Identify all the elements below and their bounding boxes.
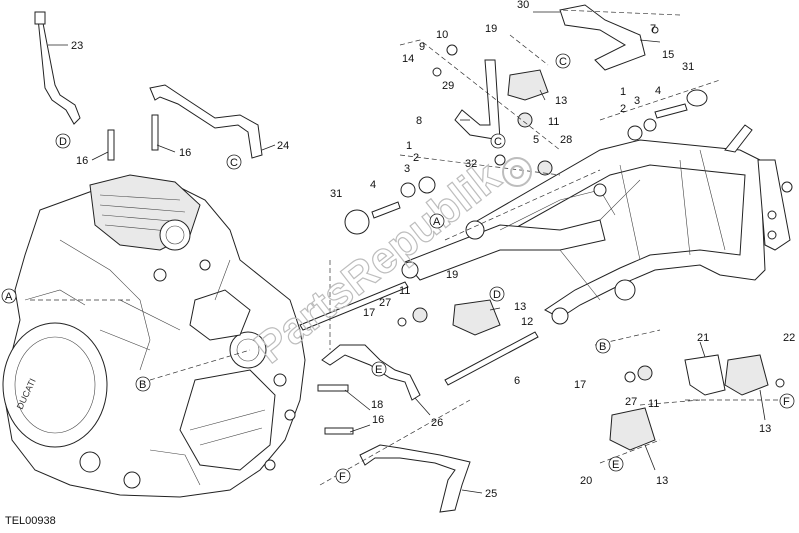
part-label: 22 xyxy=(783,332,795,344)
part-label: 29 xyxy=(442,80,454,92)
part-label: 16 xyxy=(179,147,191,159)
part-label: 23 xyxy=(71,40,83,52)
part-label: 4 xyxy=(370,179,376,191)
svg-text:C: C xyxy=(494,136,502,148)
part-label: 26 xyxy=(431,417,443,429)
part-label: 16 xyxy=(76,155,88,167)
part-label: 31 xyxy=(330,188,342,200)
part-label: 30 xyxy=(517,0,529,11)
part-label: 5 xyxy=(533,134,539,146)
part-label: 32 xyxy=(465,158,477,170)
part-label: 1 xyxy=(406,140,412,152)
part-label: 27 xyxy=(379,297,391,309)
diagram-code: TEL00938 xyxy=(5,515,56,527)
leader-lines xyxy=(48,11,766,494)
part-label: 11 xyxy=(648,398,659,410)
engine-block: DUCATI xyxy=(2,174,306,498)
trellis-frame xyxy=(401,124,791,325)
part-label: 24 xyxy=(277,140,289,152)
ref-marker-D: D xyxy=(489,286,505,302)
parts xyxy=(34,4,793,513)
part-label: 16 xyxy=(372,414,384,426)
part-label: 17 xyxy=(363,307,375,319)
part-label: 21 xyxy=(697,332,709,344)
part-label: 18 xyxy=(371,399,383,411)
svg-text:F: F xyxy=(783,396,790,408)
ref-marker-D: D xyxy=(55,133,71,149)
svg-text:C: C xyxy=(230,157,238,169)
watermark-text: PartsRepublik xyxy=(246,152,510,373)
part-label: 9 xyxy=(419,41,425,53)
svg-text:A: A xyxy=(433,216,441,228)
part-label: 11 xyxy=(548,116,559,128)
part-label: 13 xyxy=(656,475,668,487)
ref-marker-B: B xyxy=(595,338,611,354)
part-label: 13 xyxy=(555,95,567,107)
part-label: 13 xyxy=(759,423,771,435)
part-label: 4 xyxy=(655,85,661,97)
part-label: 6 xyxy=(514,375,520,387)
part-label: 28 xyxy=(560,134,572,146)
ref-marker-E: E xyxy=(371,361,387,377)
ref-marker-A: A xyxy=(429,213,445,229)
part-label: 20 xyxy=(580,475,592,487)
part-label: 19 xyxy=(446,269,458,281)
part-label: 1 xyxy=(620,86,626,98)
part-label: 17 xyxy=(574,379,586,391)
part-label: 15 xyxy=(662,49,674,61)
ref-marker-E: E xyxy=(608,456,624,472)
ref-marker-C: C xyxy=(490,133,506,149)
svg-text:B: B xyxy=(139,379,146,391)
ref-marker-C: C xyxy=(555,53,571,69)
part-label: 25 xyxy=(485,488,497,500)
part-label: 3 xyxy=(634,95,640,107)
part-number-labels: 23 16 16 24 16 18 25 26 31 4 3 2 1 14 9 … xyxy=(71,0,795,500)
part-label: 27 xyxy=(625,396,637,408)
part-label: 7 xyxy=(650,23,656,35)
part-label: 2 xyxy=(413,152,419,164)
svg-text:B: B xyxy=(599,341,606,353)
part-label: 3 xyxy=(404,163,410,175)
svg-text:E: E xyxy=(612,459,619,471)
svg-text:E: E xyxy=(375,364,382,376)
part-label: 2 xyxy=(620,103,626,115)
svg-text:A: A xyxy=(5,291,13,303)
svg-text:D: D xyxy=(59,136,67,148)
part-label: 19 xyxy=(485,23,497,35)
ref-marker-C: C xyxy=(226,154,242,170)
part-label: 31 xyxy=(682,61,694,73)
part-label: 8 xyxy=(416,115,422,127)
svg-text:D: D xyxy=(493,289,501,301)
part-label: 14 xyxy=(402,53,414,65)
svg-text:C: C xyxy=(559,56,567,68)
reference-markers: A A B B C C C D D E E F F xyxy=(1,53,795,484)
part-label: 10 xyxy=(436,29,448,41)
part-label: 13 xyxy=(514,301,526,313)
ref-marker-B: B xyxy=(135,376,151,392)
ref-marker-A: A xyxy=(1,288,17,304)
svg-text:F: F xyxy=(339,471,346,483)
watermark: PartsRepublik xyxy=(245,151,532,373)
ref-marker-F: F xyxy=(335,468,351,484)
part-label: 12 xyxy=(521,316,533,328)
part-label: 11 xyxy=(399,285,410,297)
ref-marker-F: F xyxy=(779,393,795,409)
